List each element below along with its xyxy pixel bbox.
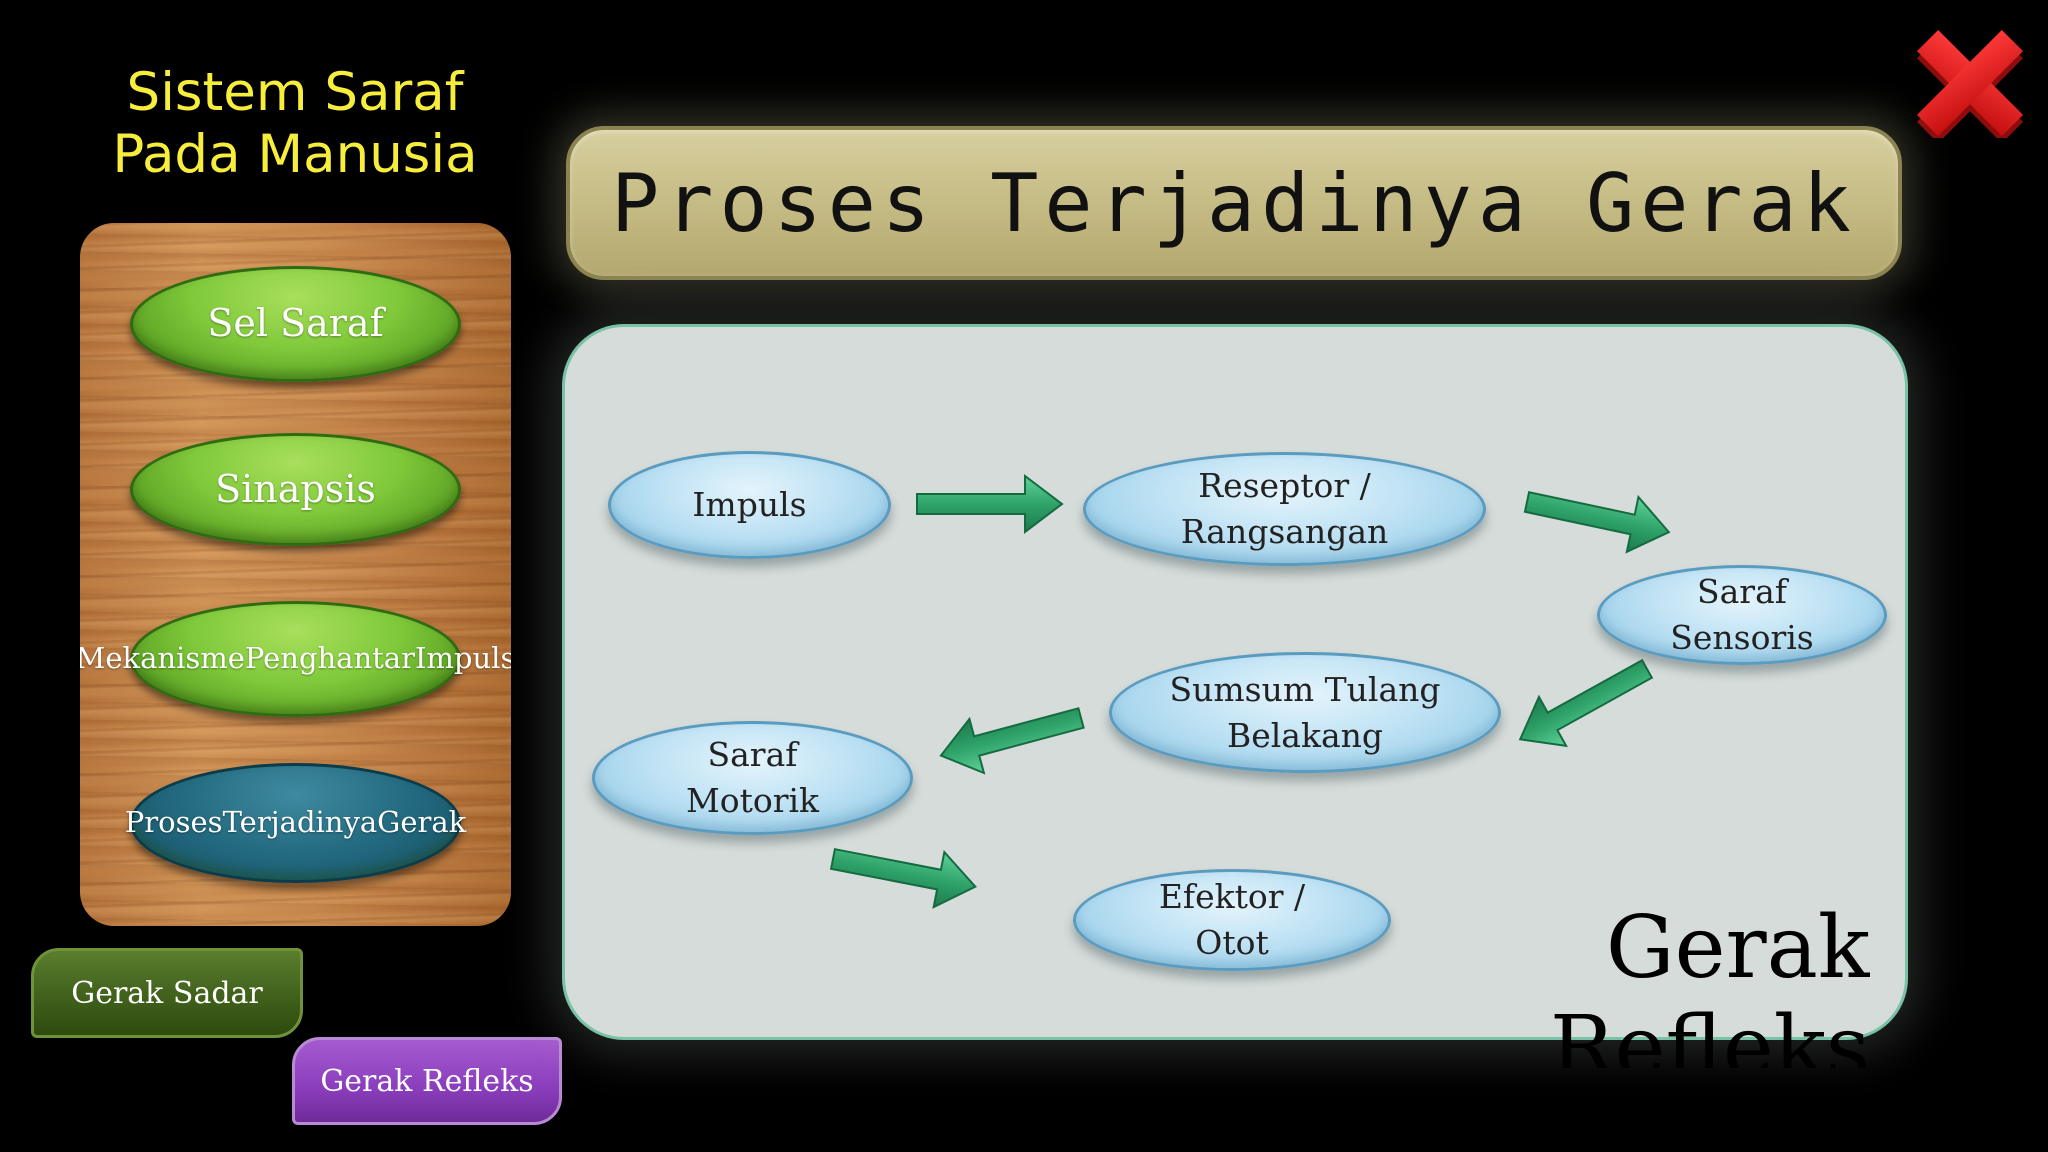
flow-arrows [829, 473, 1671, 909]
node-label: Otot [1195, 923, 1269, 962]
arrow-sumsum-to-motorik [939, 707, 1085, 775]
gerak-refleks-button[interactable]: Gerak Refleks [292, 1037, 562, 1125]
content-panel: Impuls Reseptor / Rangsangan Saraf Senso… [562, 324, 1908, 1040]
nav-item-label: Proses [124, 805, 223, 840]
arrow-impuls-to-reseptor [916, 473, 1064, 535]
node-label: Efektor / [1158, 877, 1306, 917]
close-button[interactable] [1912, 28, 2028, 144]
node-reseptor-rangsangan: Reseptor / Rangsangan [1083, 452, 1486, 566]
nav-item-label: Penghantar [244, 641, 415, 676]
gerak-sadar-button[interactable]: Gerak Sadar [31, 948, 303, 1038]
node-label: Saraf [1697, 572, 1787, 612]
close-x-icon [1916, 29, 2024, 144]
node-label: Motorik [685, 781, 820, 820]
nav-item-sinapsis[interactable]: Sinapsis [130, 433, 461, 546]
nav-panel: Sel Saraf Sinapsis Mekanisme Penghantar … [80, 223, 511, 926]
nav-item-sel-saraf[interactable]: Sel Saraf [130, 266, 461, 382]
node-label: Belakang [1226, 715, 1384, 755]
nav-item-label: Impuls [414, 641, 511, 676]
nav-item-proses-terjadinya-gerak[interactable]: Proses Terjadinya Gerak [125, 763, 466, 883]
node-label: Reseptor / [1198, 466, 1371, 506]
app-title-line-1: Sistem Saraf [126, 62, 464, 123]
page-title: Proses Terjadinya Gerak [611, 156, 1857, 250]
page-title-banner: Proses Terjadinya Gerak [566, 126, 1902, 280]
arrow-sensoris-to-sumsum [1518, 658, 1654, 748]
node-efektor-otot: Efektor / Otot [1073, 869, 1391, 971]
nav-item-mekanisme-penghantar-impuls[interactable]: Mekanisme Penghantar Impuls [80, 601, 511, 717]
node-label: Sumsum Tulang [1169, 669, 1441, 709]
node-saraf-sensoris: Saraf Sensoris [1597, 565, 1887, 665]
section-label-line-1: Gerak [1605, 898, 1870, 998]
nav-item-label: Mekanisme [80, 641, 245, 676]
node-label: Impuls [692, 485, 807, 525]
nav-item-label: Terjadinya [222, 805, 378, 840]
nav-item-label: Sel Saraf [207, 301, 384, 346]
node-sumsum-tulang-belakang: Sumsum Tulang Belakang [1109, 652, 1501, 773]
node-saraf-motorik: Saraf Motorik [592, 721, 913, 835]
app-title-line-2: Pada Manusia [112, 124, 478, 185]
arrow-reseptor-to-sensoris [1523, 491, 1671, 554]
nav-item-label: Sinapsis [215, 466, 376, 511]
section-label-line-2: Refleks [1549, 998, 1870, 1068]
app-title: Sistem Saraf Pada Manusia [95, 62, 495, 186]
node-label: Sensoris [1670, 618, 1814, 657]
section-label-gerak-refleks: Gerak Refleks [1530, 898, 1870, 1068]
nav-item-label: Gerak [377, 805, 467, 840]
node-label: Saraf [707, 735, 798, 775]
node-label: Rangsangan [1180, 512, 1389, 551]
arrow-motorik-to-efektor [829, 848, 977, 909]
node-impuls: Impuls [608, 451, 891, 559]
